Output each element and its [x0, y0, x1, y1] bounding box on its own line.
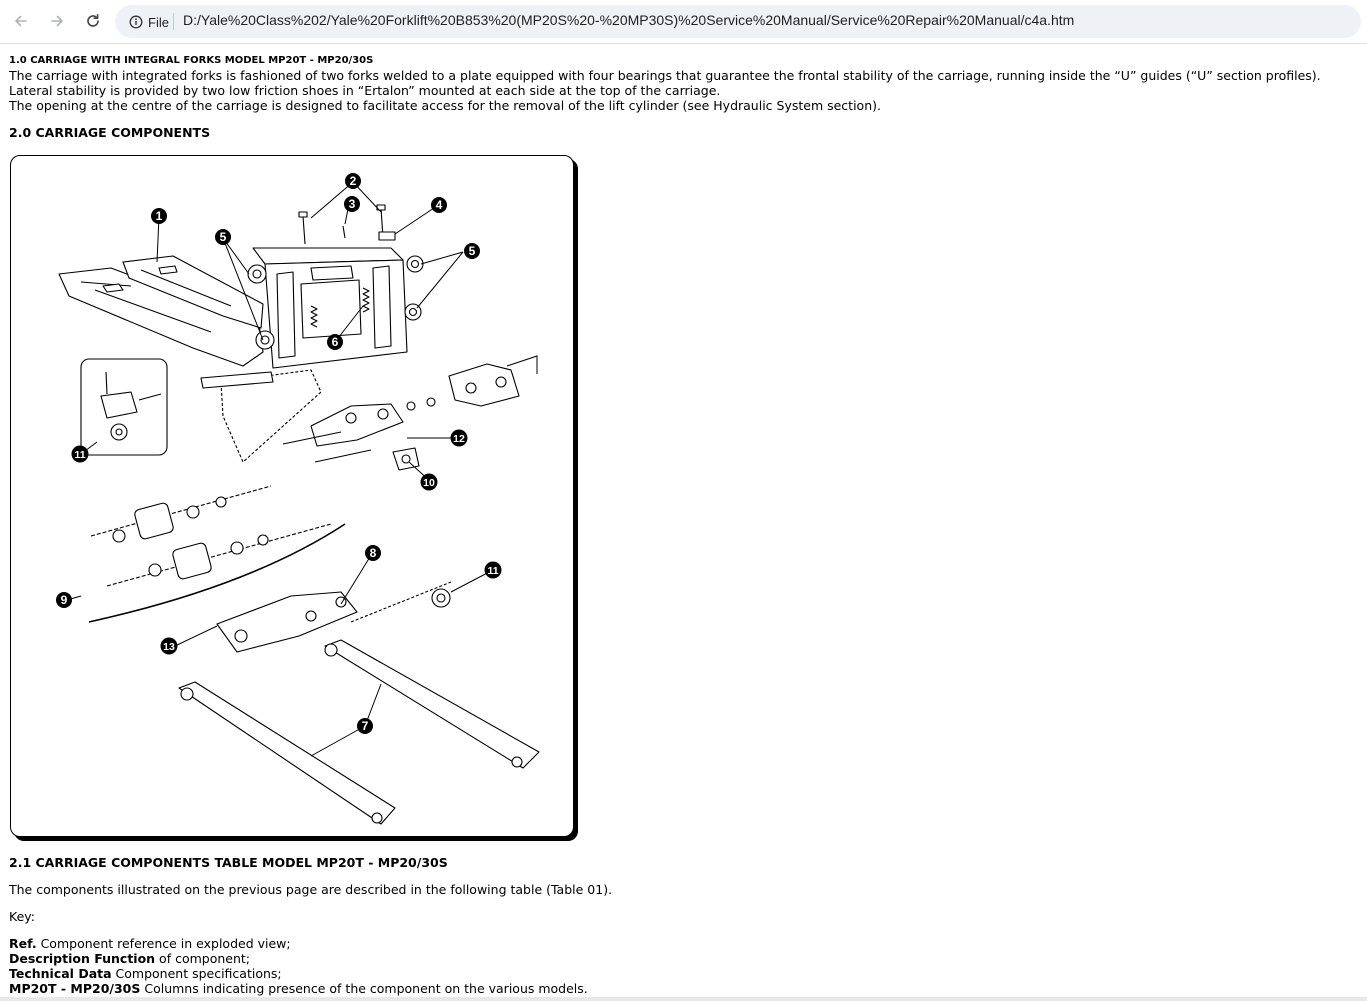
svg-text:11: 11	[487, 565, 498, 577]
site-info-label: File	[148, 14, 169, 30]
svg-text:1: 1	[156, 209, 163, 223]
key-item-description: Description Function of component;	[9, 951, 612, 966]
exploded-view-drawing: 1 2 3 4 5 5 6 7 8 9 10 11 11 12 13	[56, 173, 540, 825]
svg-text:8: 8	[370, 546, 377, 560]
callout-6: 6	[327, 334, 343, 350]
svg-text:2: 2	[350, 174, 357, 188]
section-2-1-intro: The components illustrated on the previo…	[9, 882, 613, 897]
back-button[interactable]	[8, 8, 34, 34]
callout-12: 12	[450, 429, 468, 447]
key-text: Component specifications;	[111, 966, 282, 981]
key-item-models: MP20T - MP20/30S Columns indicating pres…	[9, 981, 612, 996]
svg-text:9: 9	[61, 593, 68, 607]
section-1-line-3: The opening at the centre of the carriag…	[9, 98, 881, 113]
key-text: Columns indicating presence of the compo…	[140, 981, 588, 996]
callout-10: 10	[420, 473, 438, 491]
callout-8: 8	[365, 545, 381, 561]
callout-4: 4	[431, 197, 447, 213]
key-term: MP20T - MP20/30S	[9, 981, 141, 996]
callout-11-inset: 11	[71, 445, 89, 463]
callout-5-left: 5	[215, 229, 231, 245]
svg-text:6: 6	[332, 335, 339, 349]
section-1-line-1: The carriage with integrated forks is fa…	[9, 68, 1321, 83]
key-term: Technical Data	[9, 966, 112, 981]
exploded-view-diagram: 1 2 3 4 5 5 6 7 8 9 10 11 11 12 13	[10, 155, 574, 837]
arrow-left-icon	[15, 15, 27, 27]
callout-3: 3	[344, 196, 360, 212]
svg-text:3: 3	[349, 197, 356, 211]
section-2-1-heading: 2.1 CARRIAGE COMPONENTS TABLE MODEL MP20…	[9, 855, 448, 870]
arrow-right-icon	[51, 15, 63, 27]
section-2-heading: 2.0 CARRIAGE COMPONENTS	[9, 125, 211, 140]
key-item-ref: Ref. Component reference in exploded vie…	[9, 936, 612, 951]
key-text: of component;	[155, 951, 250, 966]
key-term: Ref.	[9, 936, 37, 951]
svg-text:13: 13	[163, 641, 175, 653]
site-info-chip[interactable]: File	[129, 13, 169, 31]
section-1-heading: 1.0 CARRIAGE WITH INTEGRAL FORKS MODEL M…	[9, 55, 374, 66]
key-term: Description Function	[9, 951, 156, 966]
svg-text:10: 10	[423, 477, 435, 489]
svg-text:7: 7	[362, 719, 369, 733]
callout-5-right: 5	[464, 243, 480, 259]
horizontal-scrollbar[interactable]	[0, 997, 1367, 1001]
svg-text:5: 5	[469, 244, 476, 258]
svg-text:11: 11	[74, 449, 85, 461]
key-label: Key:	[9, 909, 35, 924]
svg-text:5: 5	[220, 230, 227, 244]
section-1-line-2: Lateral stability is provided by two low…	[9, 83, 721, 98]
key-text: Component reference in exploded view;	[36, 936, 291, 951]
callout-2: 2	[345, 173, 361, 189]
url-text[interactable]: D:/Yale%20Class%202/Yale%20Forklift%20B8…	[183, 12, 1075, 28]
address-bar[interactable]: File D:/Yale%20Class%202/Yale%20Forklift…	[115, 5, 1361, 38]
page-content: 1.0 CARRIAGE WITH INTEGRAL FORKS MODEL M…	[9, 54, 1349, 140]
reload-button[interactable]	[80, 8, 106, 34]
svg-text:12: 12	[453, 433, 465, 445]
reload-icon	[87, 14, 99, 27]
callout-13: 13	[160, 637, 178, 655]
callout-7: 7	[357, 718, 373, 734]
svg-text:4: 4	[436, 198, 443, 212]
section-2-1: 2.1 CARRIAGE COMPONENTS TABLE MODEL MP20…	[9, 855, 612, 996]
callout-1: 1	[151, 208, 167, 224]
key-item-technical-data: Technical Data Component specifications;	[9, 966, 612, 981]
forward-button[interactable]	[44, 8, 70, 34]
chip-divider	[173, 13, 174, 30]
info-icon	[129, 15, 143, 29]
callout-9: 9	[56, 592, 72, 608]
callout-11-lower: 11	[484, 561, 502, 579]
browser-toolbar: File D:/Yale%20Class%202/Yale%20Forklift…	[0, 0, 1367, 44]
